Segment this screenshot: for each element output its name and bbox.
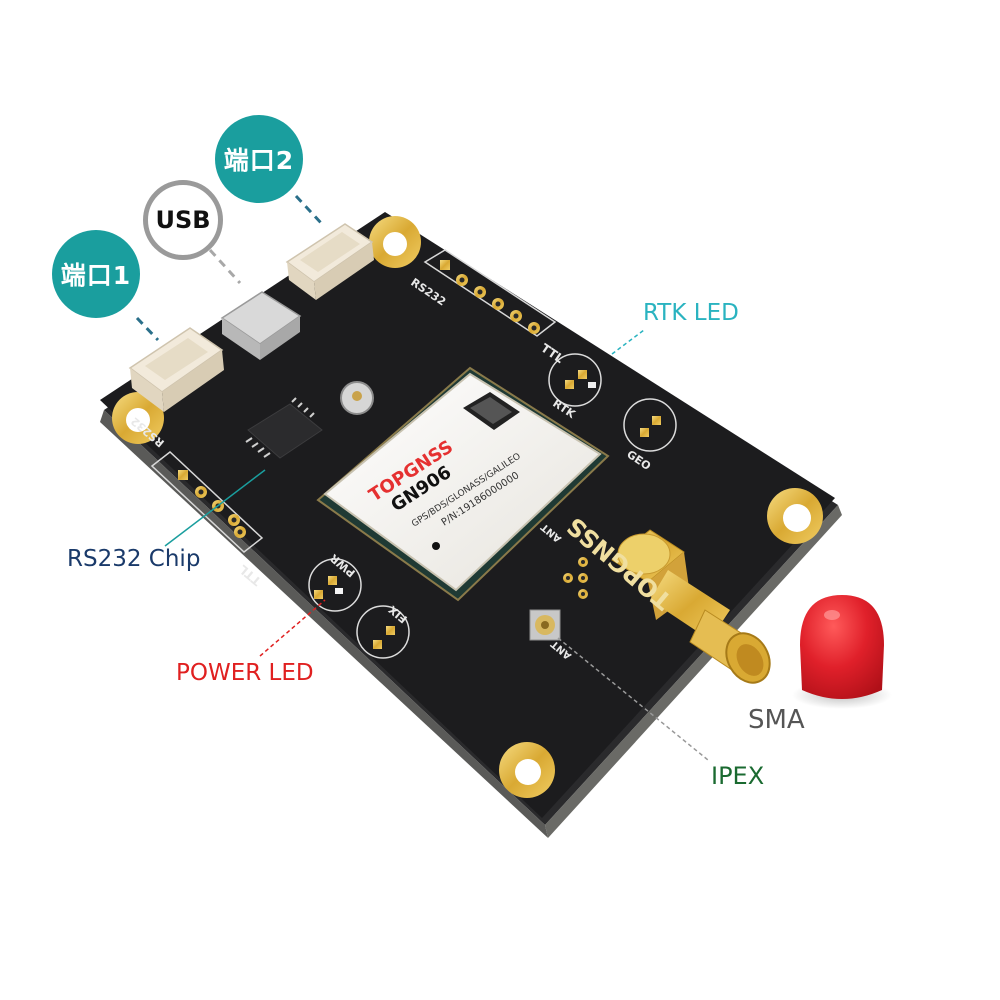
rs232-chip-annotation: RS232 Chip (67, 546, 201, 572)
usb-callout: USB (143, 180, 223, 260)
port2-callout: 端口2 (215, 115, 303, 203)
rtk-led-annotation: RTK LED (643, 300, 739, 326)
port2-connector (285, 223, 374, 300)
ant-pads (563, 557, 588, 599)
port1-connector (128, 327, 224, 412)
annotation-leaders (164, 329, 709, 761)
top-pin-header (423, 249, 557, 337)
sma-dust-cap (792, 595, 892, 709)
usb-label: USB (155, 206, 211, 234)
ipex-connector (529, 609, 561, 641)
callout-leaders (135, 194, 324, 342)
port1-callout: 端口1 (52, 230, 140, 318)
ipex-annotation: IPEX (711, 762, 765, 790)
sma-connector (611, 529, 771, 684)
port1-label: 端口1 (60, 261, 132, 290)
led-footprints (308, 353, 677, 659)
led-pads (314, 370, 661, 649)
port2-label: 端口2 (223, 146, 295, 175)
rs232-chip (245, 397, 323, 459)
qr-code (463, 392, 520, 430)
gnss-module (316, 366, 610, 602)
usb-connector (220, 291, 302, 360)
power-led-annotation: POWER LED (176, 660, 314, 686)
left-pin-header (150, 451, 264, 553)
mounting-holes (112, 216, 823, 798)
backup-battery (340, 381, 374, 415)
sma-annotation: SMA (748, 705, 805, 735)
